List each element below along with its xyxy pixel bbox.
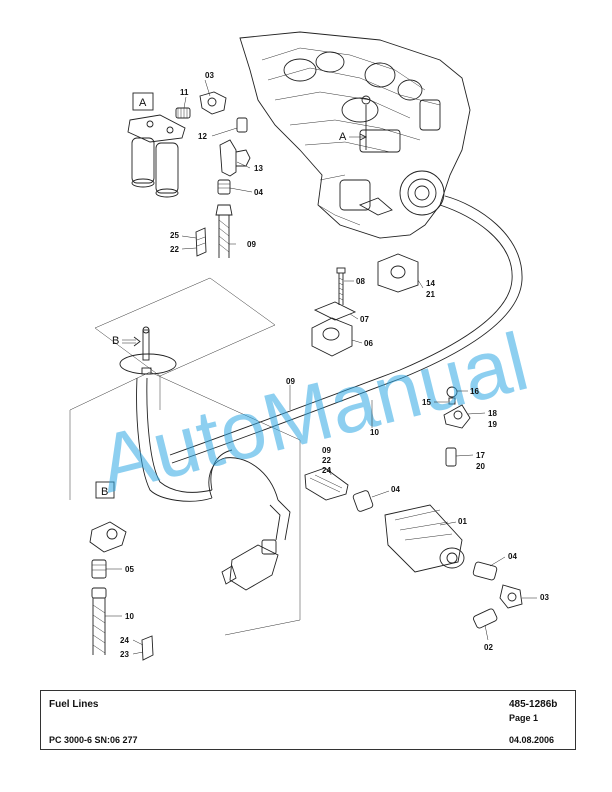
top-fittings-column [175, 91, 251, 258]
callout-03-right: 03 [540, 593, 549, 602]
callout-20: 20 [476, 462, 485, 471]
engine-illustration [239, 31, 471, 239]
callout-24-group: 24 [322, 466, 331, 475]
watermark: AutoManual [90, 316, 537, 510]
callout-15: 15 [422, 398, 431, 407]
callout-24-left: 24 [120, 636, 129, 645]
callout-06: 06 [364, 339, 373, 348]
pressure-switch [221, 539, 279, 591]
drawing-date: 04.08.2006 [509, 735, 555, 745]
callout-09-group: 09 [322, 446, 331, 455]
page-number: Page 1 [509, 713, 539, 723]
detail-b-label: B [101, 486, 108, 498]
callout-22-group: 22 [322, 456, 331, 465]
detail-a-label: A [139, 97, 147, 109]
callout-19: 19 [488, 420, 497, 429]
long-fuel-hoses [169, 195, 523, 541]
callout-22-top: 22 [170, 245, 179, 254]
callout-13: 13 [254, 164, 263, 173]
clamp-parts [311, 253, 419, 357]
drawing-title: Fuel Lines [49, 699, 99, 710]
callout-23: 23 [120, 650, 129, 659]
callout-17: 17 [476, 451, 485, 460]
callout-02: 02 [484, 643, 493, 652]
callout-10-mid: 10 [370, 428, 379, 437]
callout-18: 18 [488, 409, 497, 418]
view-b-arrow-label: B [112, 335, 119, 347]
callout-numbers: 03 11 12 13 04 25 22 09 08 14 21 07 06 1… [120, 71, 549, 659]
callout-12: 12 [198, 132, 207, 141]
callout-16: 16 [470, 387, 479, 396]
model-serial: PC 3000-6 SN:06 277 [49, 735, 138, 745]
fuel-tank [69, 277, 301, 636]
callout-03-top: 03 [205, 71, 214, 80]
callout-07: 07 [360, 315, 369, 324]
callout-08: 08 [356, 277, 365, 286]
callout-09-top: 09 [247, 240, 256, 249]
view-b-arrowhead [133, 336, 141, 347]
fuel-pump-assembly [304, 467, 523, 629]
view-b-arrow [122, 339, 136, 344]
detail-b-fittings [89, 481, 154, 661]
view-a-arrow-label: A [339, 131, 347, 143]
callout-05: 05 [125, 565, 134, 574]
callout-10-left: 10 [125, 612, 134, 621]
callout-25: 25 [170, 231, 179, 240]
title-block: Fuel Lines 485-1286b Page 1 PC 3000-6 SN… [40, 690, 576, 750]
view-a-arrowhead [359, 133, 368, 141]
callout-09-mid: 09 [286, 377, 295, 386]
callout-04-mid: 04 [391, 485, 400, 494]
detail-b-box [95, 481, 115, 499]
callout-04-top: 04 [254, 188, 263, 197]
detail-a-box [132, 92, 154, 111]
p-clamp-parts [443, 386, 471, 467]
callout-01: 01 [458, 517, 467, 526]
detail-a-filter [127, 92, 186, 198]
drawing-number: 485-1286b [509, 699, 558, 710]
fuel-lines-exploded-diagram: AutoManual A B A B [69, 31, 549, 661]
callout-14: 14 [426, 279, 435, 288]
callout-11: 11 [180, 88, 189, 97]
callout-04-right: 04 [508, 552, 517, 561]
leader-lines [105, 79, 537, 655]
callout-21: 21 [426, 290, 435, 299]
